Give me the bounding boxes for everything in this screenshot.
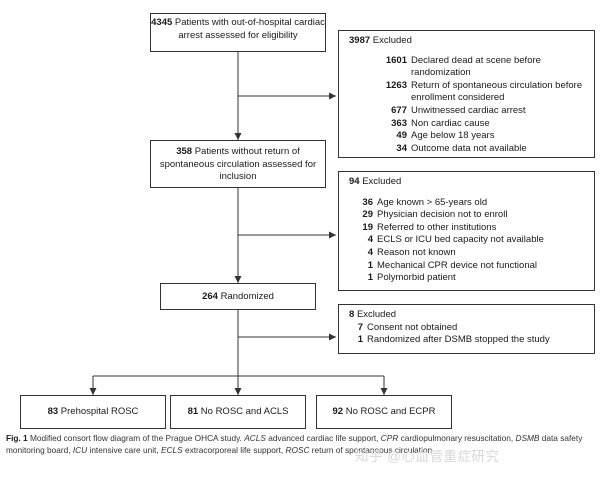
exclusion-count-2: 94: [349, 176, 360, 187]
item-text: Return of spontaneous circulation before…: [411, 79, 583, 104]
item-text: Polymorbid patient: [377, 272, 456, 284]
list-item: 36 Age known > 65-years old: [349, 197, 594, 210]
caption-label: Fig. 1: [6, 433, 28, 443]
item-count: 1601: [385, 54, 407, 66]
item-text: ECLS or ICU bed capacity not available: [377, 234, 544, 246]
item-text: Randomized after DSMB stopped the study: [367, 334, 550, 346]
caption-abbrev: ACLS: [244, 433, 266, 443]
watermark: 知乎 @心血管重症研究: [355, 449, 500, 464]
list-item: 1601 Declared dead at scene before rando…: [349, 55, 594, 80]
item-count: 677: [391, 104, 407, 116]
assessment-box: 358 Patients without return of spontaneo…: [150, 140, 326, 188]
list-item: 1 Polymorbid patient: [349, 272, 594, 285]
item-text: Outcome data not available: [411, 142, 527, 154]
item-count: 1263: [385, 79, 407, 91]
arm-box-prehospital-rosc: 83 Prehospital ROSC: [20, 395, 166, 429]
item-text: Non cardiac cause: [411, 117, 490, 129]
caption-part: extracorporeal life support,: [182, 444, 286, 455]
item-text: Age below 18 years: [411, 130, 495, 142]
enrollment-count: 4345: [151, 17, 173, 28]
exclusion-count-3: 8: [349, 309, 355, 320]
caption-part: data safety monitoring board,: [6, 433, 583, 455]
exclusion-header-2: 94 Excluded: [349, 176, 594, 189]
item-count: 34: [396, 142, 407, 154]
list-item: 1263 Return of spontaneous circulation b…: [349, 80, 594, 105]
list-item: 49 Age below 18 years: [349, 130, 594, 143]
assessment-count: 358: [176, 146, 193, 157]
list-item: 4 Reason not known: [349, 247, 594, 260]
caption-part: Modified consort flow diagram of the Pra…: [27, 433, 245, 443]
item-count: 7: [357, 321, 363, 333]
randomized-count: 264: [202, 291, 218, 302]
exclusion-header-3: 8 Excluded: [349, 309, 594, 322]
exclusion-count-1: 3987: [349, 35, 371, 46]
caption-part: intensive care unit,: [87, 444, 161, 455]
item-count: 36: [362, 196, 373, 208]
item-text: Age known > 65-years old: [377, 196, 488, 208]
list-item: 19 Referred to other institutions: [349, 222, 594, 235]
arm-text: No ROSC and ECPR: [345, 406, 436, 417]
list-item: 4 ECLS or ICU bed capacity not available: [349, 234, 594, 247]
list-item: 34 Outcome data not available: [349, 143, 594, 156]
exclusion-box-3: 8 Excluded 7 Consent not obtained 1 Rand…: [338, 304, 595, 354]
enrollment-text: Patients with out-of-hospital cardiac ar…: [174, 17, 325, 41]
exclusion-label-2: Excluded: [362, 176, 402, 187]
caption-part: advanced cardiac life support,: [265, 433, 381, 443]
item-text: Mechanical CPR device not functional: [377, 259, 538, 271]
arm-count: 81: [187, 406, 199, 417]
arm-text: No ROSC and ACLS: [200, 406, 289, 417]
item-count: 1: [367, 259, 373, 271]
item-count: 1: [367, 272, 373, 284]
item-count: 29: [362, 209, 373, 221]
caption-abbrev: ICU: [72, 444, 88, 455]
arm-text: Prehospital ROSC: [60, 406, 139, 417]
list-item: 7 Consent not obtained: [349, 322, 594, 335]
list-item: 677 Unwitnessed cardiac arrest: [349, 105, 594, 118]
figure-caption: Fig. 1 Modified consort flow diagram of …: [6, 433, 596, 456]
item-count: 49: [396, 130, 407, 142]
arm-box-ecpr: 92 No ROSC and ECPR: [316, 395, 452, 429]
item-text: Declared dead at scene before randomizat…: [411, 54, 541, 79]
exclusion-header-1: 3987 Excluded: [349, 35, 594, 48]
arm-count: 83: [47, 406, 59, 417]
caption-part: cardiopulmonary resuscitation,: [398, 433, 516, 443]
list-item: 363 Non cardiac cause: [349, 118, 594, 131]
randomized-box: 264 Randomized: [160, 283, 316, 310]
arm-box-acls: 81 No ROSC and ACLS: [170, 395, 306, 429]
exclusion-label-3: Excluded: [356, 309, 397, 320]
item-count: 1: [357, 334, 363, 346]
item-text: Physician decision not to enroll: [377, 209, 508, 221]
caption-abbrev: ROSC: [285, 444, 310, 455]
exclusion-box-2: 94 Excluded 36 Age known > 65-years old …: [338, 171, 595, 291]
exclusion-label-1: Excluded: [372, 35, 412, 46]
item-count: 4: [367, 234, 373, 246]
exclusion-box-1: 3987 Excluded 1601 Declared dead at scen…: [338, 30, 595, 158]
list-item: 29 Physician decision not to enroll: [349, 209, 594, 222]
assessment-text: Patients without return of spontaneous c…: [159, 146, 317, 183]
item-count: 19: [362, 221, 373, 233]
caption-abbrev: DSMB: [515, 433, 540, 443]
caption-abbrev: ECLS: [160, 444, 183, 455]
enrollment-box: 4345 Patients with out-of-hospital cardi…: [150, 13, 326, 52]
randomized-text: Randomized: [220, 291, 274, 302]
item-count: 4: [367, 246, 373, 258]
caption-abbrev: CPR: [380, 433, 399, 443]
list-item: 1 Mechanical CPR device not functional: [349, 260, 594, 273]
list-item: 1 Randomized after DSMB stopped the stud…: [349, 334, 594, 347]
item-count: 363: [391, 117, 407, 129]
item-text: Referred to other institutions: [377, 221, 497, 233]
caption-part: return of spontaneous circulation: [309, 444, 433, 455]
item-text: Consent not obtained: [367, 321, 458, 333]
item-text: Reason not known: [377, 246, 456, 258]
arm-count: 92: [332, 406, 344, 417]
item-text: Unwitnessed cardiac arrest: [411, 104, 526, 116]
